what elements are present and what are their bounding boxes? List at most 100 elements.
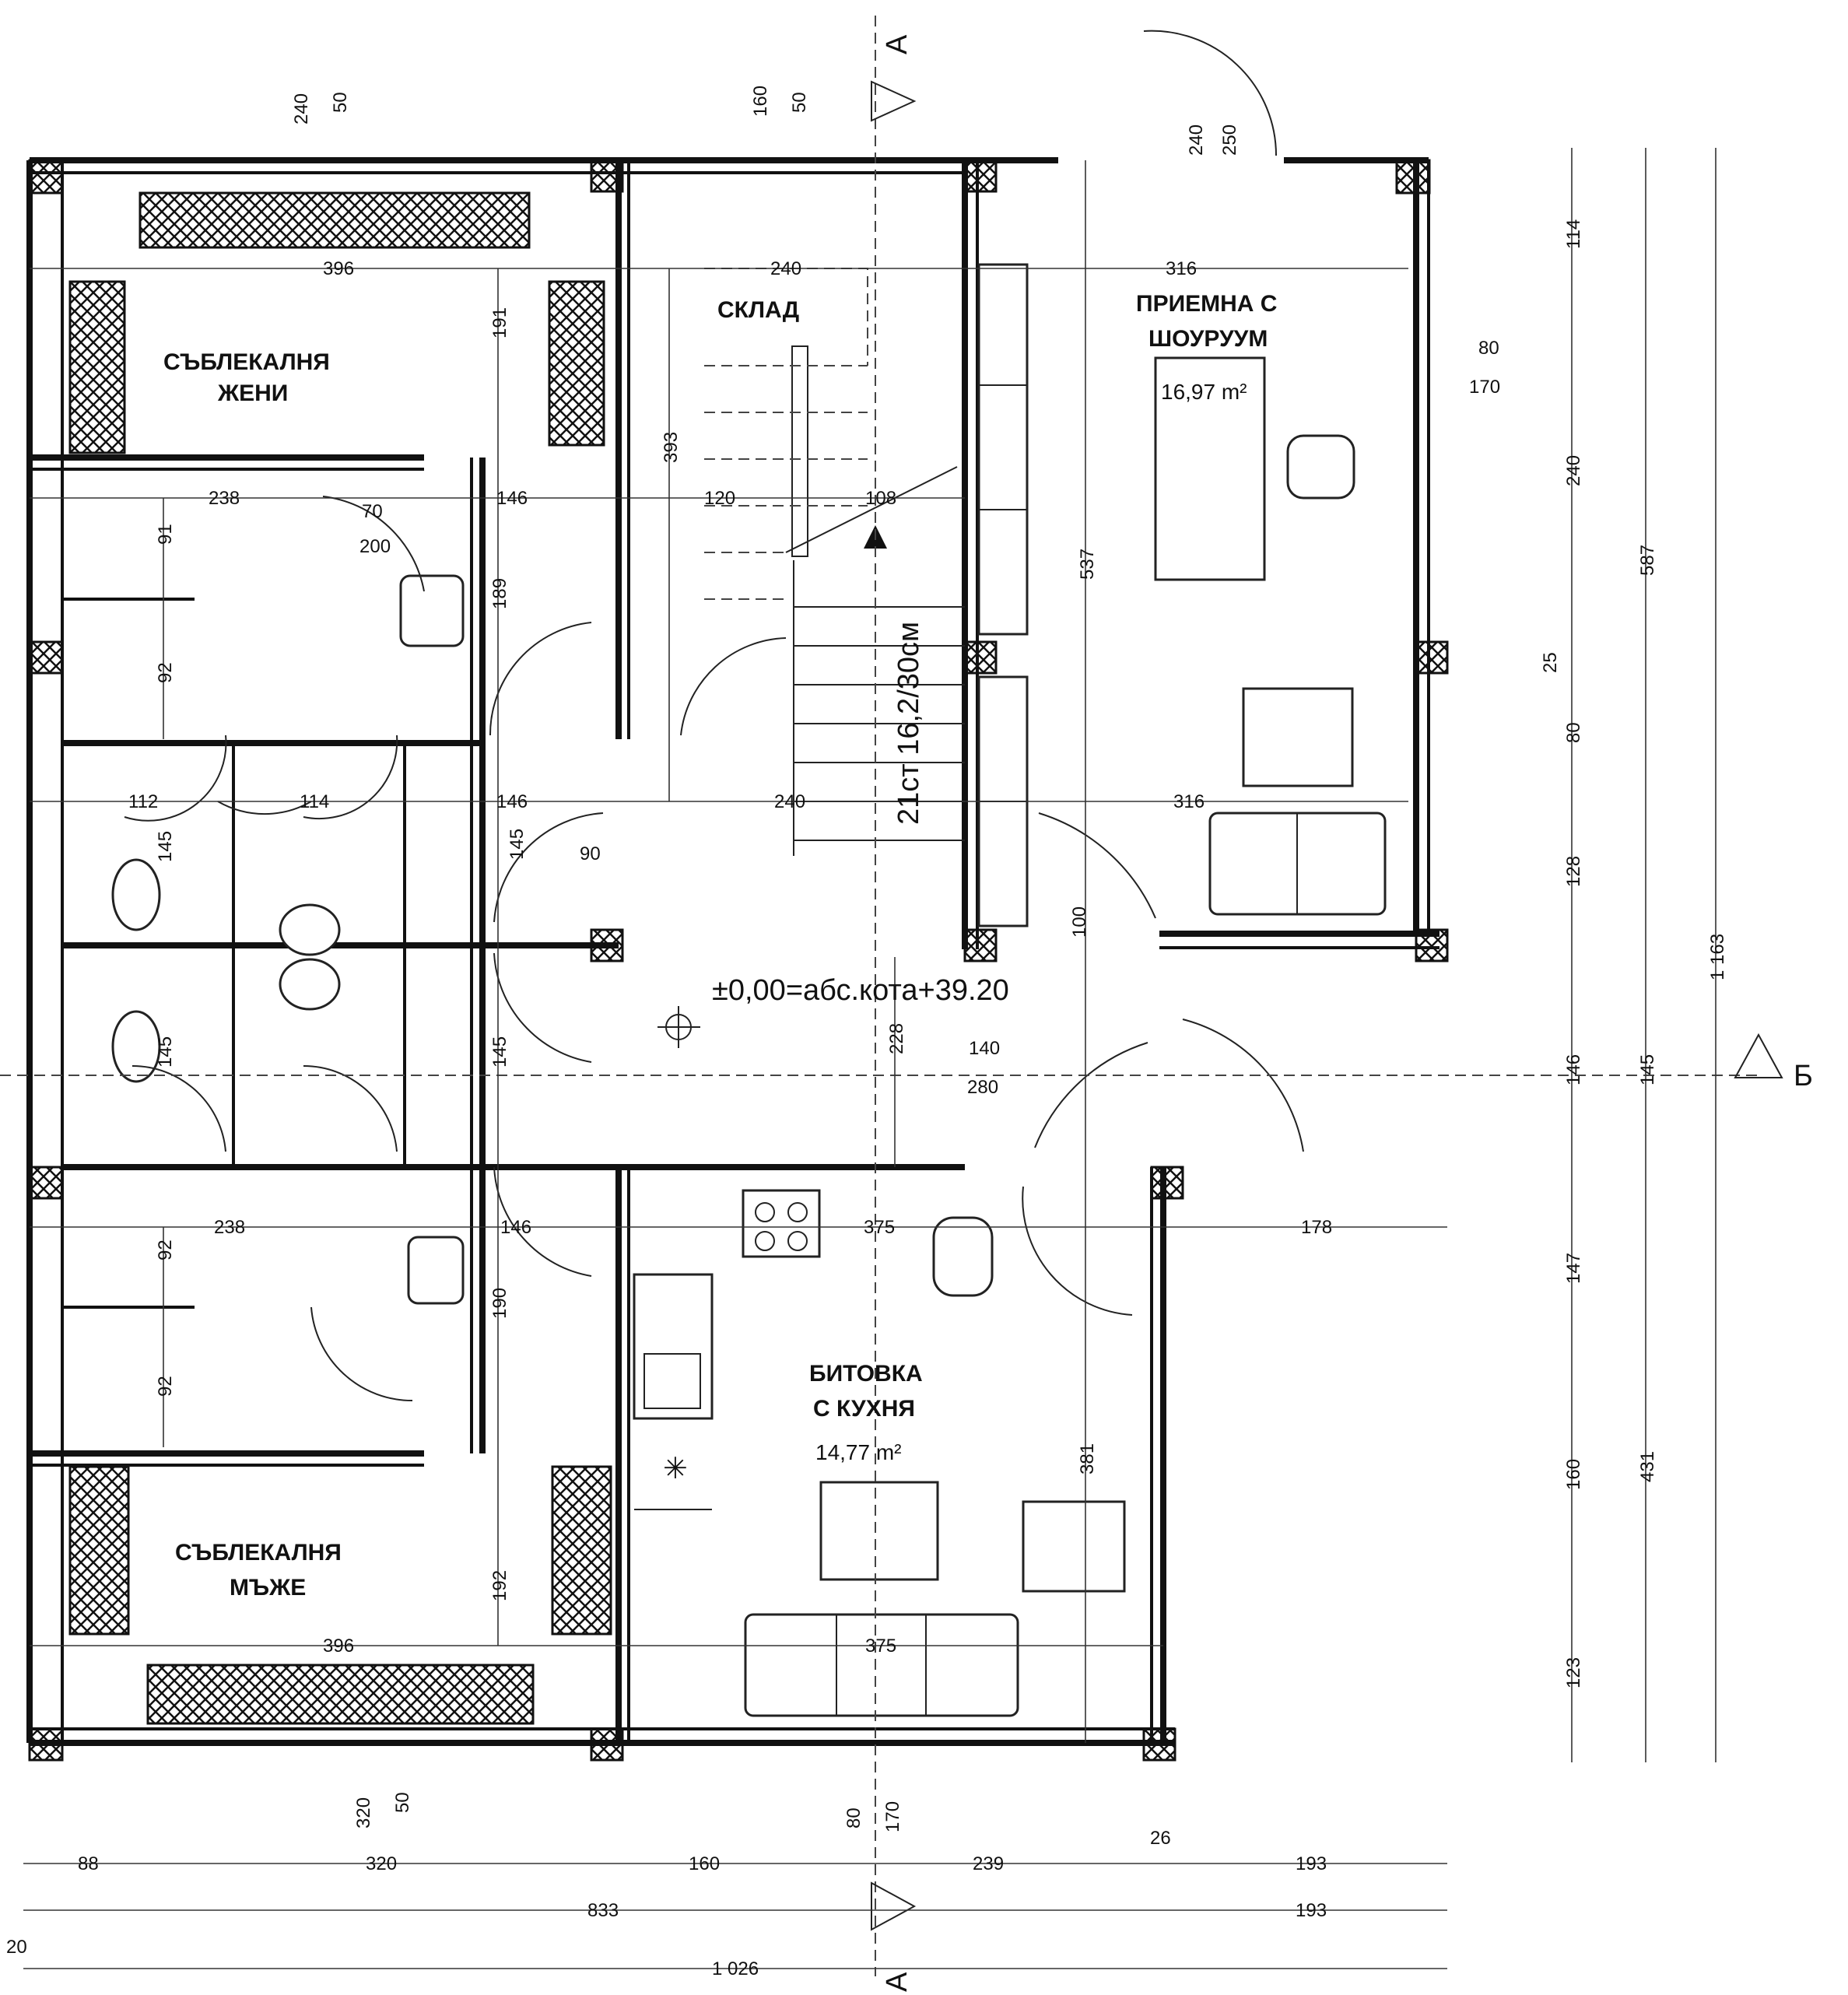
dim-top-240: 240 <box>291 93 312 124</box>
sink-icon <box>633 1273 714 1420</box>
stairs-label: 21ст 16,2/30см <box>892 622 925 825</box>
dim-178: 178 <box>1301 1217 1332 1238</box>
dim-bot320: 320 <box>353 1797 374 1828</box>
dim-v189: 189 <box>489 578 510 609</box>
kitchen-furniture: ✳ <box>633 1189 1126 1717</box>
dim-bot50: 50 <box>392 1792 413 1813</box>
lockers-men <box>68 1465 612 1725</box>
structural-columns <box>28 159 1449 1762</box>
showroom-name-2: ШОУРУУМ <box>1148 326 1268 352</box>
toilet-icon <box>111 858 161 931</box>
dimension-texts: 240 50 160 50 240 250 396 240 316 238 14… <box>6 86 1728 1979</box>
dim-114: 114 <box>300 791 329 812</box>
dim-v145d: 145 <box>489 1036 510 1068</box>
dim-r25: 25 <box>1540 652 1561 673</box>
showroom-furniture <box>1154 356 1387 916</box>
dim-v145b: 145 <box>507 829 528 860</box>
dim-112: 112 <box>128 791 158 812</box>
kitchen-name-1: БИТОВКА <box>809 1361 923 1387</box>
dim-v92a: 92 <box>155 662 176 683</box>
dim-108: 108 <box>865 488 896 509</box>
dim-396a: 396 <box>323 258 354 279</box>
door-h-200: 200 <box>359 536 391 557</box>
dim-120: 120 <box>704 488 735 509</box>
dim-238a: 238 <box>209 488 240 509</box>
dim-r80: 80 <box>1563 722 1584 743</box>
dim-316b: 316 <box>1173 791 1205 812</box>
armchair-icon <box>1022 1500 1126 1593</box>
staircase <box>704 268 965 856</box>
dim-r160: 160 <box>1563 1459 1584 1490</box>
washbasin-icon <box>279 903 341 956</box>
dim-r123: 123 <box>1563 1657 1584 1688</box>
lockers-women <box>68 191 605 454</box>
dim-r145: 145 <box>1637 1054 1658 1085</box>
dim-r128: 128 <box>1563 856 1584 887</box>
stool-icon <box>932 1216 994 1297</box>
dim-r114: 114 <box>1563 219 1584 249</box>
doors <box>124 30 1304 1402</box>
dim-b160: 160 <box>689 1853 720 1874</box>
door-w-100: 100 <box>1069 906 1090 938</box>
dim-375a: 375 <box>864 1217 895 1238</box>
dim-top-240b: 240 <box>1186 124 1207 156</box>
dim-b1026: 1 026 <box>712 1958 759 1979</box>
men-room-name-1: СЪБЛЕКАЛНЯ <box>175 1540 342 1565</box>
level-label: ±0,00=абс.кота+39.20 <box>712 974 1009 1007</box>
dim-v381: 381 <box>1077 1443 1098 1474</box>
dimension-lines <box>23 148 1717 1969</box>
dim-top-50b: 50 <box>789 92 810 113</box>
room-labels: СЪБЛЕКАЛНЯ ЖЕНИ СКЛАД ПРИЕМНА С ШОУРУУМ … <box>163 34 1813 1992</box>
stove-icon <box>742 1189 821 1258</box>
dim-r240: 240 <box>1563 455 1584 486</box>
washbasin-women-icon <box>399 574 465 647</box>
dim-b26: 26 <box>1150 1828 1171 1849</box>
section-a-bottom: А <box>881 1972 913 1992</box>
door-w-140: 140 <box>969 1038 1000 1059</box>
dim-240a: 240 <box>770 258 801 279</box>
washbasin-men-icon <box>407 1236 465 1305</box>
dim-238b: 238 <box>214 1217 245 1238</box>
storage-room-name: СКЛАД <box>717 297 799 323</box>
dim-b833: 833 <box>587 1900 619 1921</box>
door-w-90: 90 <box>580 843 601 864</box>
door-w-70: 70 <box>362 501 383 522</box>
women-room-name-2: ЖЕНИ <box>217 380 288 406</box>
dim-r147: 147 <box>1563 1253 1584 1284</box>
dim-v537: 537 <box>1077 549 1098 580</box>
dim-316a: 316 <box>1166 258 1197 279</box>
dim-v145a: 145 <box>155 831 176 862</box>
dim-b193b: 193 <box>1296 1900 1327 1921</box>
dim-b239: 239 <box>973 1853 1004 1874</box>
window-h-170: 170 <box>1469 377 1500 398</box>
dim-v228: 228 <box>886 1023 907 1054</box>
dim-b193a: 193 <box>1296 1853 1327 1874</box>
dim-r1163: 1 163 <box>1707 934 1728 980</box>
dim-v92b: 92 <box>155 1239 176 1260</box>
dim-396b: 396 <box>323 1636 354 1657</box>
dim-v145c: 145 <box>155 1036 176 1068</box>
kitchen-table <box>819 1481 939 1581</box>
dim-top-50a: 50 <box>330 92 351 113</box>
showroom-name-1: ПРИЕМНА С <box>1136 291 1277 317</box>
women-room-name-1: СЪБЛЕКАЛНЯ <box>163 349 330 375</box>
dim-b320: 320 <box>366 1853 397 1874</box>
dim-375b: 375 <box>865 1636 896 1657</box>
dim-r146: 146 <box>1563 1054 1584 1085</box>
toilet-icon-2 <box>111 1010 161 1083</box>
wc-fixtures <box>111 574 465 1305</box>
dim-v191: 191 <box>489 307 510 338</box>
window-w-80: 80 <box>1478 338 1499 359</box>
dim-b88: 88 <box>78 1853 99 1874</box>
section-b-marker <box>1734 1033 1783 1078</box>
dim-v393: 393 <box>661 432 682 463</box>
office-chair-icon <box>1286 434 1355 500</box>
dim-v192: 192 <box>489 1570 510 1601</box>
men-room-name-2: МЪЖЕ <box>230 1575 306 1601</box>
kitchen-sofa-icon <box>744 1613 1019 1717</box>
section-b: Б <box>1794 1060 1813 1092</box>
dim-v190: 190 <box>489 1288 510 1319</box>
washbasin-icon-2 <box>279 958 341 1011</box>
kitchen-area: 14,77 m² <box>815 1440 902 1464</box>
